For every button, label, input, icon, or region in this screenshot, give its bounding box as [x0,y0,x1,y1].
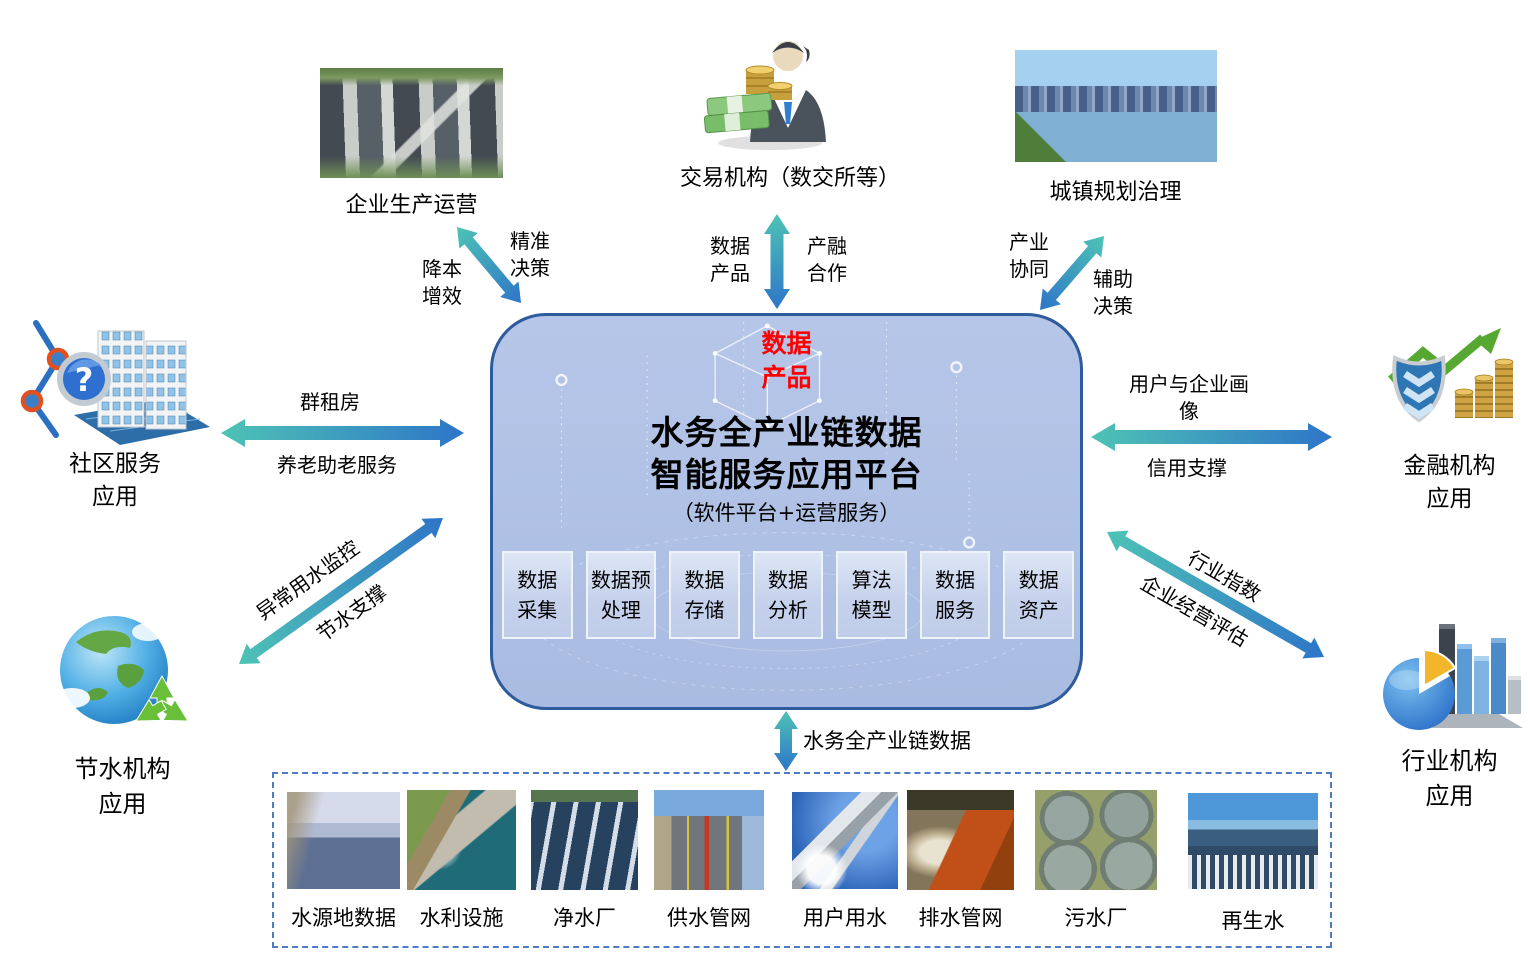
arrow-label-community-bottom: 养老助老服务 [277,453,397,477]
enterprise-label: 企业生产运营 [345,193,478,218]
module-data-collection: 数据 采集 [502,551,573,639]
arrow-label-exchange-left: 数据 产品 [710,234,750,285]
photo-sewage-plant [1035,790,1157,890]
enterprise-photo [320,68,503,178]
photo-water-purification-plant [531,790,638,890]
community-label: 社区服务 应用 [69,451,161,511]
industry-chart-icon [1383,624,1523,730]
svg-text:?: ? [75,361,94,399]
arrow-label-finance-top: 用户与企业画像 [1129,372,1249,423]
arrow-label-enterprise-left: 降本 增效 [422,257,462,308]
platform-title: 水务全产业链数据 智能服务应用平台 [650,413,923,495]
data-source-panel [272,772,1332,948]
photo-reclaimed-water [1188,793,1318,889]
community-buildings-icon: ? [20,320,210,445]
urban-photo [1015,50,1217,162]
arrow-label-platform-bottom: 水务全产业链数据 [803,729,971,753]
arrow-label-exchange-right: 产融 合作 [807,234,847,285]
arrow-label-community-top: 群租房 [300,390,360,414]
caption-water-source: 水源地数据 [291,906,396,930]
arrow-label-enterprise-right: 精准 决策 [510,229,550,280]
photo-hydraulic-facility [407,790,516,890]
platform-badge: 数据 产品 [761,329,812,392]
trader-money-icon [703,41,826,150]
photo-supply-pipe-network [654,790,764,890]
photo-drainage-pipe-network [907,790,1014,890]
arrow-label-urban-left: 产业 协同 [1009,230,1049,281]
caption-user-water-use: 用户用水 [803,906,887,930]
photo-water-source [287,792,400,889]
caption-hydraulic-facility: 水利设施 [419,906,504,930]
arrow-label-finance-bottom: 信用支撑 [1147,456,1227,480]
caption-sewage-plant: 污水厂 [1064,906,1128,930]
photo-user-water-use [792,792,898,889]
platform-subtitle: （软件平台+运营服务） [672,501,901,525]
platform-modules: 数据 采集 数据预 处理 数据 存储 数据 分析 算法 模型 数据 服务 数据 … [502,551,1075,639]
urban-label: 城镇规划治理 [1049,180,1182,205]
platform-box [490,313,1083,710]
globe-recycle-icon [54,616,189,724]
module-algorithm-model: 算法 模型 [836,551,907,639]
caption-purification-plant: 净水厂 [553,906,616,930]
caption-supply-network: 供水管网 [667,906,751,930]
module-data-service: 数据 服务 [919,551,991,639]
module-data-asset: 数据 资产 [1003,551,1075,639]
finance-label: 金融机构 应用 [1403,453,1496,513]
finance-shield-icon [1388,328,1514,423]
module-analysis: 数据 分析 [752,551,824,639]
module-preprocessing: 数据预 处理 [585,551,657,639]
arrow-label-urban-right: 辅助 决策 [1093,267,1133,318]
module-storage: 数据 存储 [669,551,740,639]
exchange-label: 交易机构（数交所等） [679,166,900,191]
industry-label: 行业机构 应用 [1401,747,1498,810]
caption-drainage-network: 排水管网 [918,906,1003,930]
caption-reclaimed-water: 再生水 [1221,909,1285,933]
water-saving-label: 节水机构 应用 [74,755,171,818]
